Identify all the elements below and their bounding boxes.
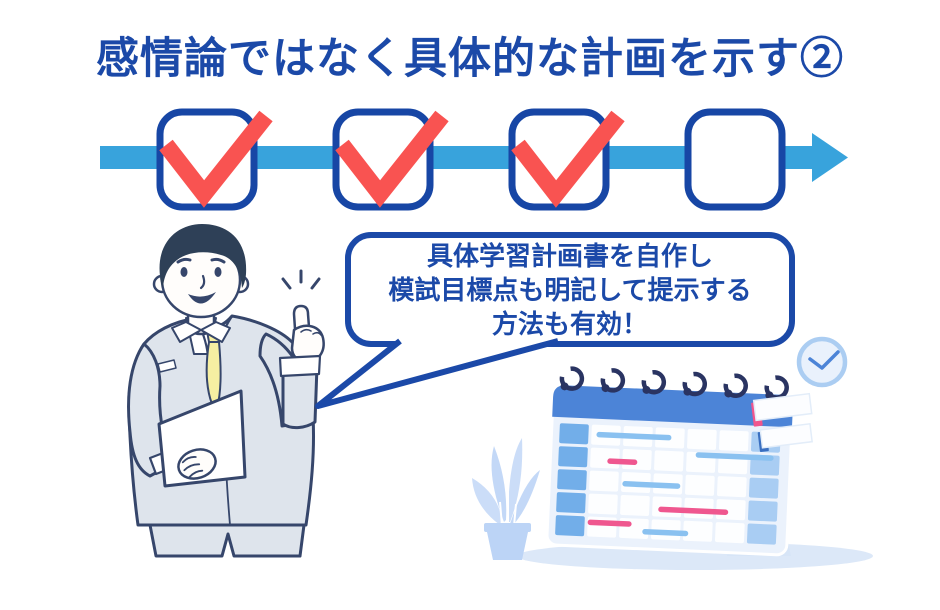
check-mark-icon bbox=[335, 110, 449, 208]
bubble-text-line: 方法も有効！ bbox=[491, 308, 648, 339]
check-mark-icon bbox=[511, 110, 625, 208]
businessman-illustration bbox=[127, 224, 325, 558]
speech-bubble-tail bbox=[315, 338, 559, 409]
mouth bbox=[188, 292, 216, 304]
checkbox-step-2 bbox=[332, 108, 449, 211]
bubble-text-line: 模試目標点も明記して提示する bbox=[388, 274, 752, 305]
calendar-illustration bbox=[517, 366, 873, 570]
plant-illustration bbox=[472, 438, 540, 560]
plant-pot bbox=[487, 532, 528, 560]
right-forearm bbox=[281, 364, 319, 430]
checkbox-step-3 bbox=[508, 108, 625, 211]
schedule-bars bbox=[587, 431, 774, 537]
check-mark-icon bbox=[159, 110, 273, 208]
hair bbox=[159, 224, 247, 288]
speech-bubble: 具体学習計画書を自作し 模試目標点も明記して提示する 方法も有効！ bbox=[345, 232, 795, 347]
spiral-rings bbox=[559, 366, 789, 400]
checkbox-step-1 bbox=[156, 108, 273, 211]
checklist-timeline bbox=[100, 108, 848, 211]
page-title: 感情論ではなく具体的な計画を示す② bbox=[96, 35, 844, 83]
clock-icon bbox=[796, 336, 848, 388]
checkbox-step-4 bbox=[684, 108, 786, 211]
arrow-icon bbox=[100, 133, 848, 182]
checkbox-row bbox=[156, 108, 786, 211]
sticky-notes bbox=[751, 392, 813, 453]
sparkle-icon bbox=[281, 269, 321, 290]
bubble-text-line: 具体学習計画書を自作し bbox=[426, 240, 713, 271]
left-hand bbox=[177, 448, 217, 480]
trousers bbox=[148, 523, 306, 558]
